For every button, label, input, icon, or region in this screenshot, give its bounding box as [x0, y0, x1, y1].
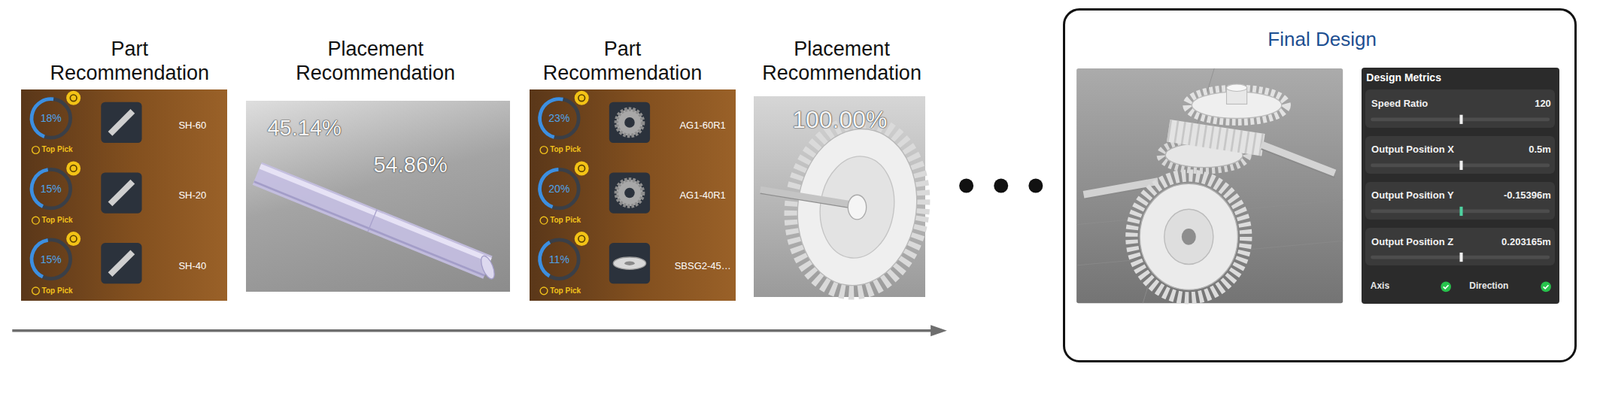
placement-score: 54.86% — [373, 151, 486, 179]
timeline-line — [12, 329, 933, 333]
part-name: SH-40 — [178, 260, 240, 273]
metric-value: 0.203165m — [1459, 236, 1552, 249]
top-pick-tag: Top Pick — [42, 145, 94, 155]
check-label: Direction — [1469, 280, 1541, 292]
timeline-arrow — [12, 324, 948, 337]
ring-percentage: 20% — [538, 182, 580, 196]
ring-percentage: 15% — [30, 182, 72, 196]
metric-row: Speed Ratio120 — [1365, 89, 1555, 128]
timeline-head — [930, 324, 948, 337]
metric-label: Output Position X — [1371, 143, 1494, 156]
metric-value: 0.5m — [1459, 143, 1552, 156]
part-name: AG1-40R1 — [679, 189, 741, 202]
part-name: SH-60 — [178, 119, 240, 132]
top-pick-tag: Top Pick — [549, 286, 602, 296]
ring-percentage: 11% — [538, 253, 580, 267]
metric-label: Output Position Z — [1371, 236, 1494, 249]
metric-row: Output Position Z0.203165m — [1365, 227, 1555, 266]
placement-score: 100.00% — [789, 105, 892, 134]
part-name: AG1-60R1 — [679, 119, 741, 132]
top-pick-tag: Top Pick — [42, 286, 94, 296]
part-option-row: 18%Top PickSH-60 — [21, 89, 228, 161]
part-option-row: 20%Top PickAG1-40R1 — [529, 160, 736, 231]
placement-score: 45.14% — [267, 115, 380, 142]
part-option-row: 11% Top Pick SBSG2-45… — [529, 230, 736, 302]
ellipsis-dots — [959, 179, 1043, 194]
ring-percentage: 23% — [538, 112, 580, 125]
metric-label: Speed Ratio — [1371, 97, 1494, 110]
part-option-row: 15%Top PickSH-20 — [21, 160, 228, 231]
metric-row: Output Position X0.5m — [1365, 136, 1555, 174]
ellipsis-dot — [993, 179, 1008, 194]
top-pick-tag: Top Pick — [549, 215, 602, 225]
placement-view: Placement Recommendation100.00% — [753, 96, 926, 298]
part-recommendation-panel: 18%Top PickSH-6015%Top PickSH-2015%Top P… — [21, 89, 228, 301]
stage-heading: Placement Recommendation — [285, 36, 466, 86]
part-option-row: 23%Top PickAG1-60R1 — [529, 89, 736, 161]
ring-percentage: 15% — [30, 253, 72, 267]
stage-heading: Part Recommendation — [39, 36, 220, 86]
metric-value: 120 — [1459, 97, 1552, 110]
design-metrics-panel: Speed Ratio120Output Position X0.5mOutpu… — [1361, 67, 1560, 305]
stage-heading: Part Recommendation — [531, 36, 713, 86]
part-recommendation-panel: 23%Top PickAG1-60R120%Top PickAG1-40R111… — [529, 89, 736, 301]
metrics-title: Design Metrics — [1366, 71, 1519, 85]
stage-heading: Placement Recommendation — [751, 36, 933, 86]
part-option-row: 15%Top PickSH-40 — [21, 230, 228, 302]
panel-title: Final Design — [1065, 27, 1579, 52]
metric-row: Output Position Y-0.15396m — [1365, 182, 1555, 220]
top-pick-tag: Top Pick — [549, 145, 602, 155]
metric-label: Output Position Y — [1371, 189, 1494, 202]
check-label: Axis — [1370, 280, 1432, 292]
part-name: SBSG2-45… — [674, 260, 736, 273]
metric-value: -0.15396m — [1459, 189, 1552, 202]
ellipsis-dot — [1028, 179, 1043, 194]
placement-view: Placement Recommendation45.14%54.86% — [245, 100, 511, 292]
part-name: SH-20 — [178, 189, 240, 202]
final-design-frame: Speed Ratio120Output Position X0.5mOutpu… — [1062, 8, 1576, 363]
check-row: Axis Direction — [1365, 275, 1555, 298]
top-pick-tag: Top Pick — [42, 215, 94, 225]
ring-percentage: 18% — [30, 112, 72, 125]
ellipsis-dot — [959, 179, 974, 194]
